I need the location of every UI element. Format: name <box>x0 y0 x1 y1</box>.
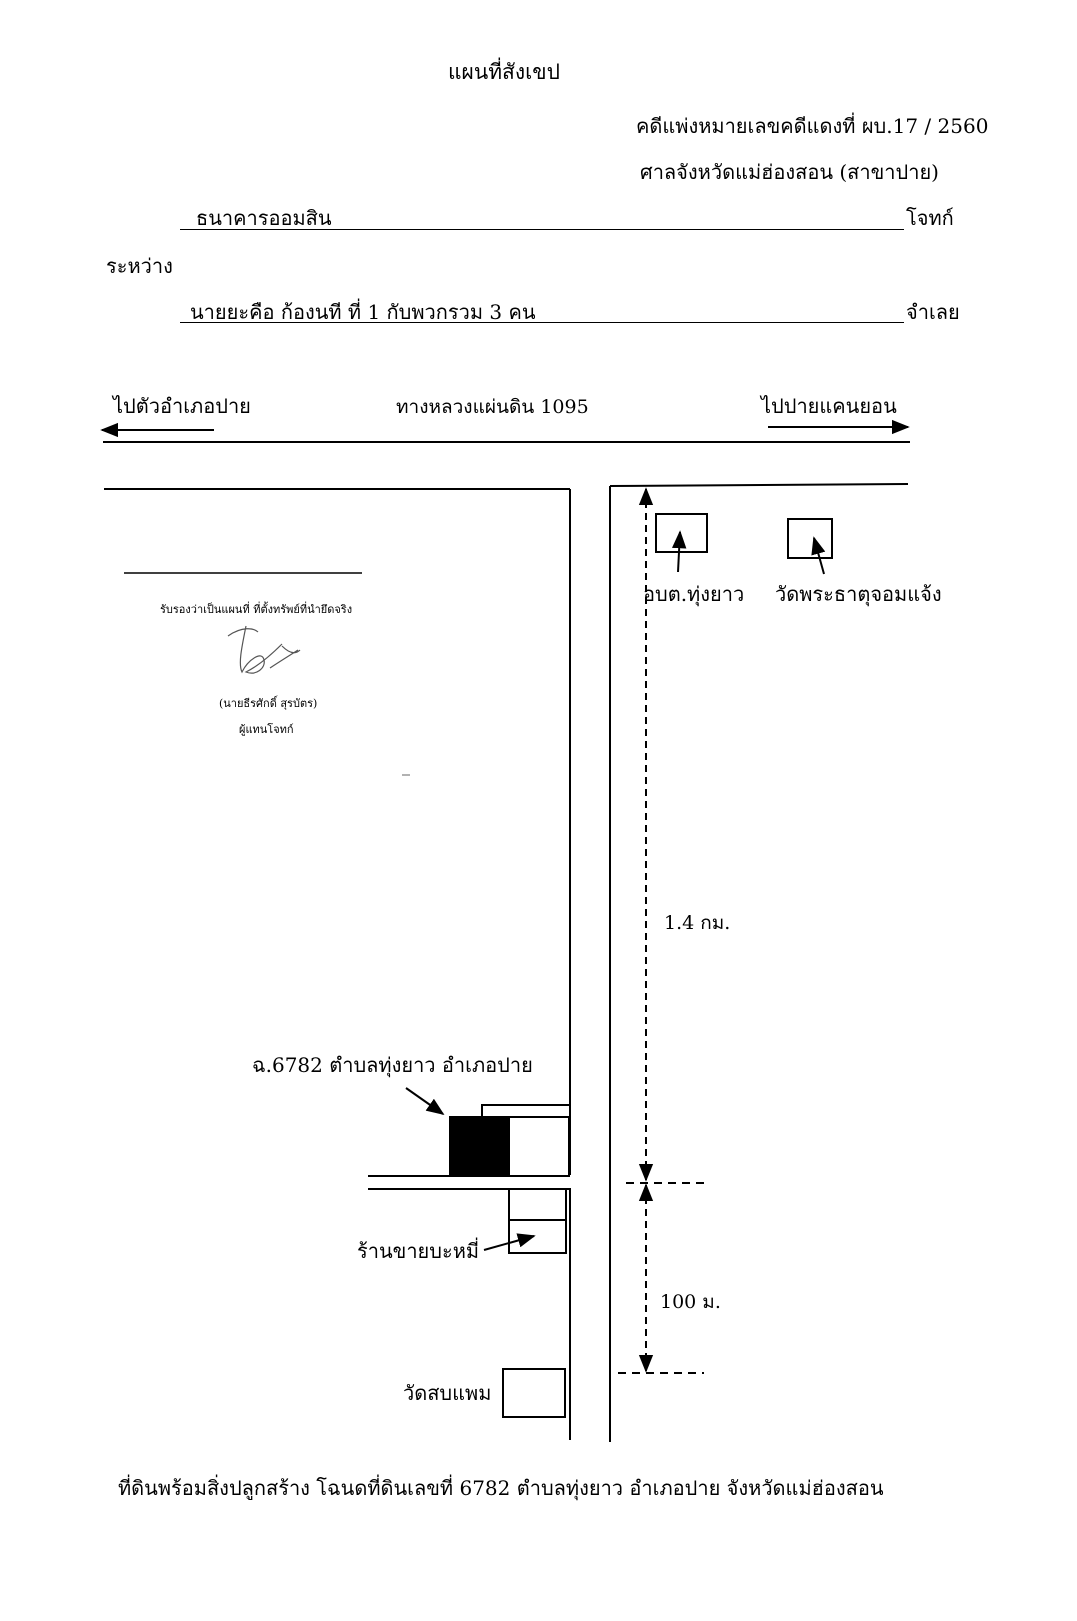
shop-building-upper <box>508 1188 567 1221</box>
parcel-outline <box>481 1104 570 1117</box>
between-label: ระหว่าง <box>106 254 173 278</box>
tambon-office-box <box>655 513 708 553</box>
plaintiff-name: ธนาคารออมสิน <box>196 206 332 230</box>
plaintiff-label: โจทก์ <box>906 206 954 230</box>
shop-pointer <box>483 1233 536 1251</box>
landmark-tambon-office: อบต.ทุ่งยาว <box>643 582 745 606</box>
certification-text: รับรองว่าเป็นแผนที่ ที่ตั้งทรัพย์ที่นำยึ… <box>160 603 353 616</box>
map-caption: ที่ดินพร้อมสิ่งปลูกสร้าง โฉนดที่ดินเลขที… <box>118 1476 884 1500</box>
shop-label: ร้านขายบะหมี่ <box>357 1239 480 1263</box>
certifier-name: (นายธีรศักดิ์ สุรบัตร) <box>219 697 318 710</box>
shop-building-lower <box>508 1219 567 1254</box>
plaintiff-underline <box>180 229 904 230</box>
parcel-label: ฉ.6782 ตำบลทุ่งยาว อำเภอปาย <box>252 1053 533 1077</box>
road-name: ทางหลวงแผ่นดิน 1095 <box>396 396 589 418</box>
parcel-block <box>449 1116 510 1177</box>
distance-label-1: 1.4 กม. <box>664 912 731 934</box>
road-top-right-edge <box>609 483 909 487</box>
road-left-label: ไปตัวอำเภอปาย <box>113 394 251 418</box>
defendant-label: จำเลย <box>906 300 960 324</box>
landmark-temple-jomjaeng: วัดพระธาตุจอมแจ้ง <box>775 582 942 606</box>
signature-mark <box>227 625 301 674</box>
court-name: ศาลจังหวัดแม่ฮ่องสอน (สาขาปาย) <box>640 160 939 184</box>
road-right-label: ไปปายแคนยอน <box>761 394 897 418</box>
distance-label-2: 100 ม. <box>660 1291 721 1313</box>
parcel-pointer <box>405 1087 445 1116</box>
temple-jomjaeng-box <box>787 518 833 559</box>
temple-sobphaem-box <box>502 1368 566 1418</box>
document-title: แผนที่สังเขป <box>448 60 560 84</box>
defendant-underline <box>180 322 904 323</box>
adjacent-building <box>508 1116 570 1177</box>
case-number: คดีแพ่งหมายเลขคดีแดงที่ ผบ.17 / 2560 <box>636 114 989 138</box>
defendant-name: นายยะคือ ก้องนที ที่ 1 กับพวกรวม 3 คน <box>190 300 536 324</box>
temple-sobphaem-label: วัดสบแพม <box>403 1381 492 1405</box>
certifier-role: ผู้แทนโจทก์ <box>239 723 294 736</box>
tambon-office-pointer <box>671 530 687 573</box>
temple-jomjaeng-pointer <box>811 536 826 575</box>
